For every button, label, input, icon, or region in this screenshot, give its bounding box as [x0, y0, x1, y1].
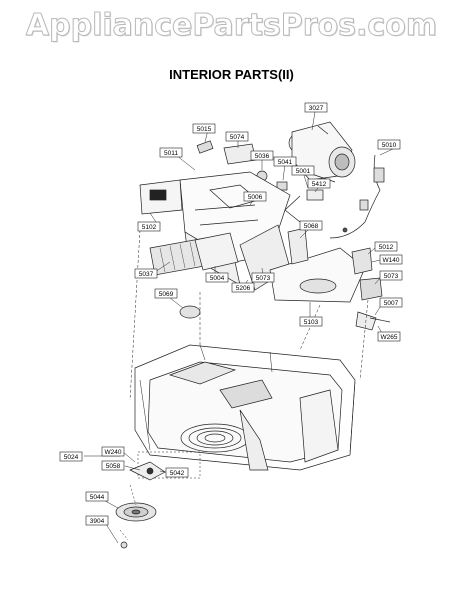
label-5010: 5010: [382, 142, 397, 149]
label-5073-left: 5073: [256, 275, 271, 282]
label-5103: 5103: [304, 319, 319, 326]
label-5004: 5004: [210, 275, 225, 282]
page-title: INTERIOR PARTS(II): [169, 67, 294, 82]
label-5073-right: 5073: [384, 273, 399, 280]
fan-motor-part: [288, 121, 356, 183]
label-3904: 3904: [90, 518, 105, 525]
label-5058: 5058: [106, 463, 121, 470]
wire-harness-part: [329, 154, 385, 239]
watermark: AppliancePartsPros.com: [25, 8, 438, 44]
cover-part: [139, 179, 183, 215]
label-5206: 5206: [236, 285, 251, 292]
label-5074: 5074: [230, 134, 245, 141]
label-5069: 5069: [159, 291, 174, 298]
label-w265: W265: [381, 334, 398, 341]
label-5015: 5015: [197, 126, 212, 133]
label-5006: 5006: [248, 194, 263, 201]
label-w240: W240: [105, 449, 122, 456]
label-5042: 5042: [170, 470, 185, 477]
label-5036: 5036: [255, 153, 270, 160]
label-5024: 5024: [64, 454, 79, 461]
part-labels: [59, 102, 403, 526]
label-3027: 3027: [309, 105, 324, 112]
turntable-parts: [115, 451, 201, 549]
label-5012: 5012: [379, 244, 394, 251]
plate-part: [194, 232, 239, 271]
base-plate-part: [239, 224, 366, 303]
label-5001: 5001: [296, 168, 311, 175]
part-label-text: 3027 5015 5074 5010 5011 5036 5041 5001 …: [64, 105, 400, 525]
label-5044: 5044: [90, 494, 105, 501]
label-5011: 5011: [164, 150, 178, 157]
label-5007: 5007: [384, 300, 399, 307]
label-5041: 5041: [278, 159, 293, 166]
label-5412: 5412: [312, 181, 327, 188]
label-5037: 5037: [139, 271, 154, 278]
label-5102: 5102: [142, 224, 157, 231]
bracket-parts-right: [351, 247, 391, 331]
oven-cavity-part: [134, 344, 356, 471]
label-w140: W140: [383, 257, 400, 264]
label-5068: 5068: [304, 223, 319, 230]
